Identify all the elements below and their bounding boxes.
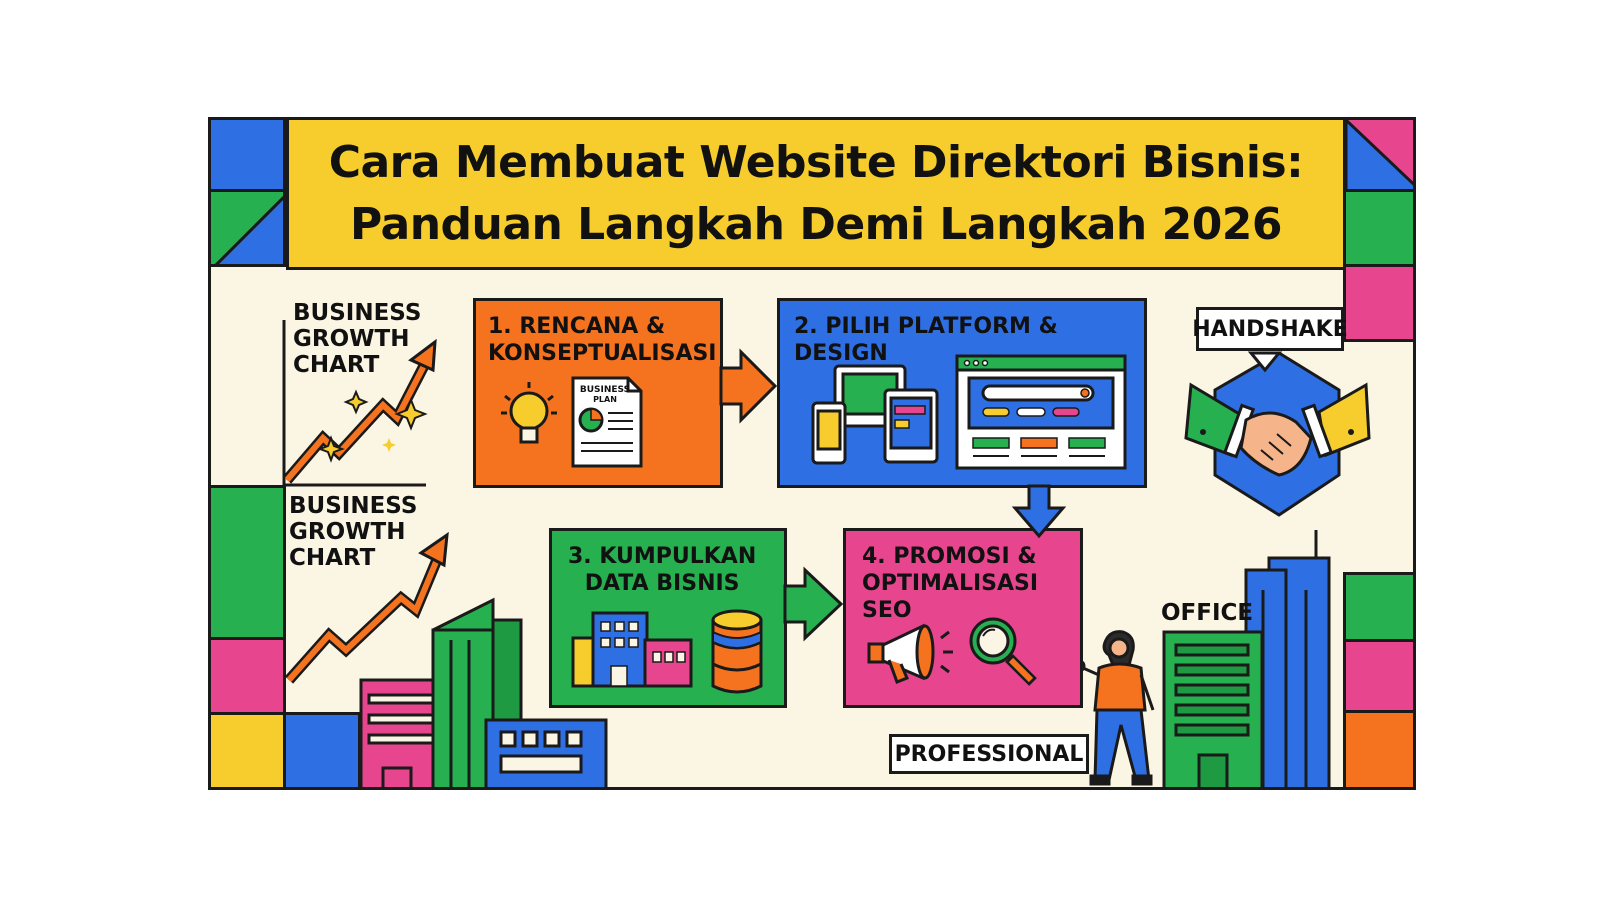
step-4-card: 4. PROMOSI & OPTIMALISASI SEO <box>843 528 1083 708</box>
step-title-line: KONSEPTUALISASI <box>488 341 717 366</box>
corner-tile-green-triangle <box>211 189 286 267</box>
step-title-line: DATA BISNIS <box>584 571 740 596</box>
step-title-line: 2. PILIH PLATFORM & DESIGN <box>794 314 1058 366</box>
right-tile-orange-bottom <box>1343 710 1413 787</box>
growth-chart-top-label: BUSINESS GROWTH CHART <box>293 300 421 378</box>
step-title-line: 4. PROMOSI & <box>862 544 1037 569</box>
infographic-poster: Cara Membuat Website Direktori Bisnis: P… <box>208 117 1416 790</box>
business-plan-label: BUSINESS <box>580 385 630 395</box>
right-tile-pink <box>1343 264 1413 342</box>
step-3-card: 3. KUMPULKAN DATA BISNIS <box>549 528 787 708</box>
background-illustration <box>282 320 1371 787</box>
flow-arrows <box>719 348 1067 642</box>
corner-tile-blue <box>211 120 286 192</box>
step-4-title: 4. PROMOSI & OPTIMALISASI SEO <box>862 543 1080 624</box>
step-1-illustration: BUSINESS PLAN <box>501 376 643 468</box>
step-3-title: 3. KUMPULKAN DATA BISNIS <box>568 543 756 597</box>
step-title-line: 3. KUMPULKAN <box>568 544 757 569</box>
handshake-icon <box>1184 351 1371 517</box>
handshake-label: HANDSHAKE <box>1192 307 1348 351</box>
arrow-step2-to-step4 <box>1011 484 1067 539</box>
title-line-2: Panduan Langkah Demi Langkah 2026 <box>349 198 1283 250</box>
database-icon <box>711 609 763 694</box>
chart-label-line: GROWTH <box>293 326 410 352</box>
office-buildings-icon <box>1162 530 1331 787</box>
step-2-title: 2. PILIH PLATFORM & DESIGN <box>794 313 1144 367</box>
browser-window-icon <box>955 354 1127 470</box>
megaphone-icon <box>867 623 953 684</box>
arrow-step3-to-step4 <box>783 566 844 642</box>
chart-label-line: CHART <box>289 545 376 571</box>
chart-label-line: BUSINESS <box>293 300 422 326</box>
step-title-line: OPTIMALISASI SEO <box>862 571 1039 623</box>
chart-label-line: CHART <box>293 352 380 378</box>
business-buildings-icon <box>571 611 693 688</box>
growth-chart-top-icon <box>282 320 437 487</box>
left-tile-yellow <box>211 712 286 787</box>
lightbulb-icon <box>501 382 557 444</box>
buildings-left-icon <box>359 597 608 787</box>
corner-tile-right-top <box>1343 120 1413 192</box>
step-2-illustration <box>811 354 1127 470</box>
office-label: OFFICE <box>1161 600 1254 626</box>
step-4-illustration <box>867 617 1037 686</box>
step-title-line: 1. RENCANA & <box>488 314 666 339</box>
title-banner: Cara Membuat Website Direktori Bisnis: P… <box>286 120 1346 270</box>
step-2-card: 2. PILIH PLATFORM & DESIGN <box>777 298 1147 488</box>
chart-label-line: GROWTH <box>289 519 406 545</box>
growth-chart-bottom-label: BUSINESS GROWTH CHART <box>289 493 417 571</box>
magnifying-glass-icon <box>969 617 1037 686</box>
step-1-title: 1. RENCANA & KONSEPTUALISASI <box>488 313 717 367</box>
growth-chart-bottom-icon <box>284 531 449 684</box>
step-3-illustration <box>571 609 763 694</box>
left-tile-pink <box>211 637 286 715</box>
professional-label: PROFESSIONAL <box>889 734 1089 774</box>
business-plan-label: PLAN <box>593 395 617 404</box>
left-tile-green <box>211 485 286 640</box>
business-plan-document-icon <box>571 376 643 468</box>
arrow-step1-to-step2 <box>719 348 778 424</box>
title-line-1: Cara Membuat Website Direktori Bisnis: <box>328 136 1304 188</box>
chart-label-line: BUSINESS <box>289 493 418 519</box>
right-tile-green-bottom <box>1343 572 1413 642</box>
devices-icon <box>811 364 939 465</box>
step-1-card: 1. RENCANA & KONSEPTUALISASI <box>473 298 723 488</box>
right-tile-green <box>1343 189 1413 267</box>
professional-person-icon <box>1072 630 1155 786</box>
